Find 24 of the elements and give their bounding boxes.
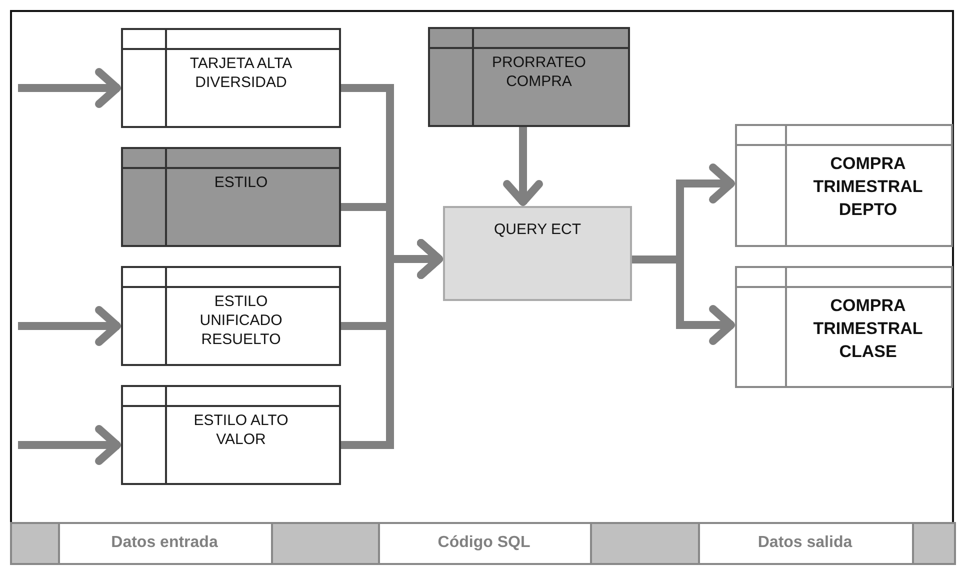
process-box xyxy=(443,206,632,301)
arrow xyxy=(503,127,543,206)
table-box xyxy=(121,28,341,128)
table-box xyxy=(735,266,953,388)
table-title: ESTILO xyxy=(213,173,269,192)
table-box xyxy=(735,124,953,247)
table-title: COMPRA TRIMESTRAL CLASE xyxy=(812,295,924,363)
band-label: Código SQL xyxy=(438,534,530,552)
table-box xyxy=(121,266,341,366)
arrow xyxy=(18,68,121,108)
table-box xyxy=(121,147,341,247)
table-title: ESTILO UNIFICADO RESUELTO xyxy=(198,292,284,349)
table-title: PRORRATEO COMPRA xyxy=(491,53,587,91)
arrow xyxy=(18,425,121,465)
band-label: Datos salida xyxy=(758,534,852,552)
arrow xyxy=(18,306,121,346)
table-box xyxy=(428,27,630,127)
arrow xyxy=(341,239,443,449)
table-title: COMPRA TRIMESTRAL DEPTO xyxy=(812,153,924,221)
table-title: TARJETA ALTA DIVERSIDAD xyxy=(188,54,294,92)
table-title: ESTILO ALTO VALOR xyxy=(192,411,290,449)
band-label: Datos entrada xyxy=(111,534,218,552)
table-box xyxy=(121,385,341,485)
table-title: QUERY ECT xyxy=(493,220,582,239)
